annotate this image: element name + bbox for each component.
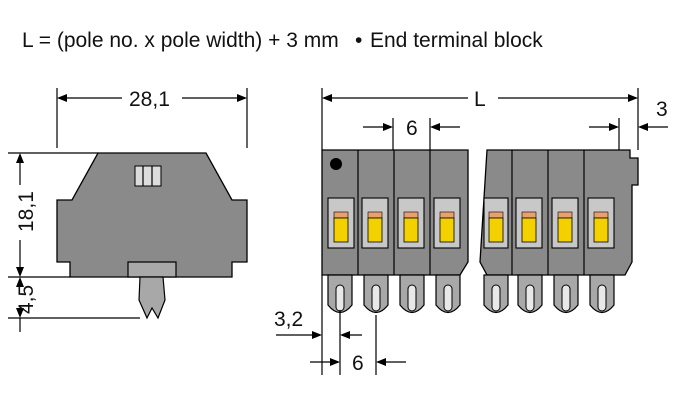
dim-width-side: 28,1 bbox=[129, 88, 170, 111]
pole-slot-7 bbox=[551, 197, 579, 249]
pole-slot-2 bbox=[361, 197, 389, 249]
formula-text: L = (pole no. x pole width) + 3 mm bbox=[22, 29, 339, 52]
dim-end-plate: 3 bbox=[656, 98, 668, 121]
pole-slot-5 bbox=[483, 197, 509, 249]
pole-slot-8 bbox=[587, 197, 615, 249]
dim-length-total: L bbox=[474, 88, 486, 111]
pole-slot-1 bbox=[327, 197, 355, 249]
dim-pole-width-top: 6 bbox=[406, 117, 418, 140]
pole-slot-6 bbox=[515, 197, 543, 249]
dim-pole-width-bottom: 6 bbox=[352, 352, 364, 375]
dim-offset-first: 3,2 bbox=[274, 308, 303, 331]
bullet-glyph: • bbox=[355, 29, 362, 52]
side-view: 28,1 18,1 4,5 bbox=[8, 88, 248, 332]
dim-height-foot: 4,5 bbox=[15, 285, 38, 314]
pole-slot-3 bbox=[397, 197, 425, 249]
pins bbox=[327, 274, 615, 314]
front-view: L 6 3 bbox=[274, 88, 668, 375]
pole-slot-4 bbox=[433, 197, 461, 249]
dim-height-body: 18,1 bbox=[15, 191, 38, 232]
end-terminal-label: End terminal block bbox=[370, 29, 543, 52]
